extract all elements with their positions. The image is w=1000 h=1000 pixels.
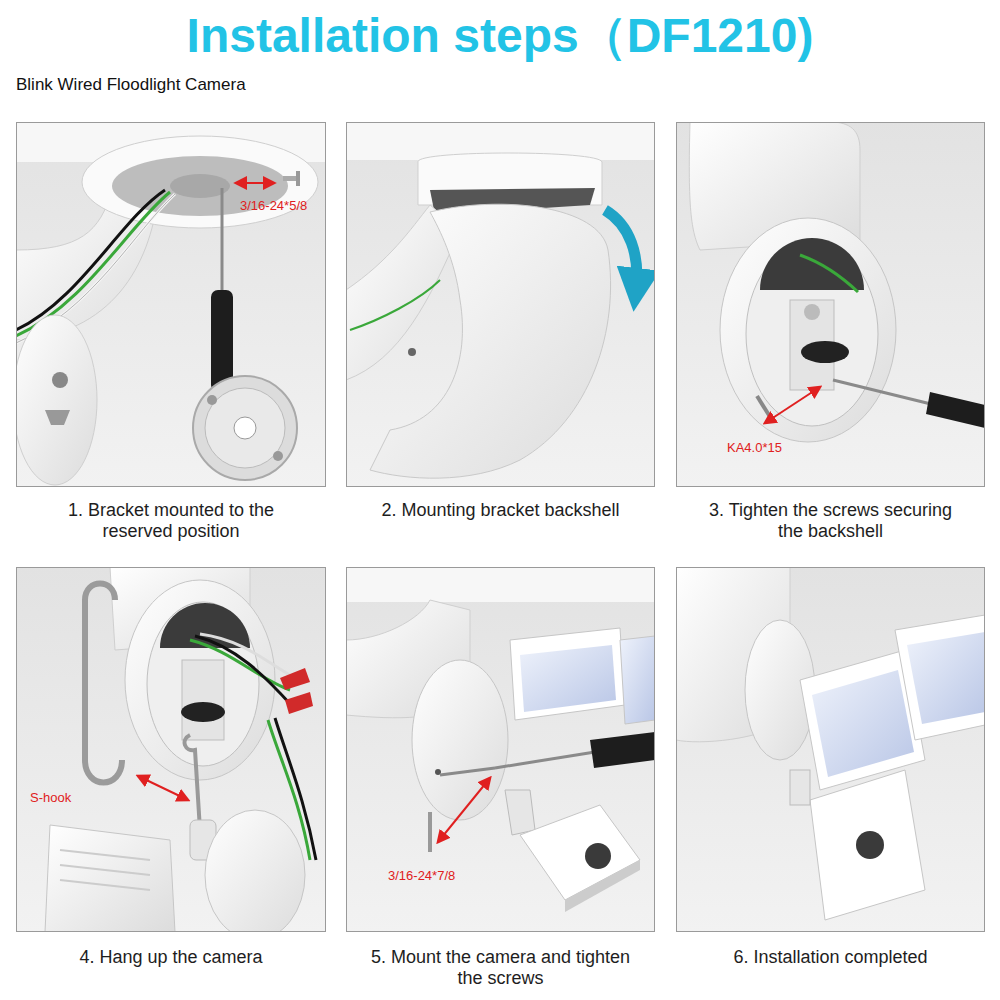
step-panel: 2. Mounting bracket backshell <box>346 122 655 487</box>
step-panel: 6. Installation completed <box>676 567 985 932</box>
step-panel: 1. Bracket mounted to the reserved posit… <box>16 122 326 487</box>
step1-illustration <box>16 122 326 487</box>
step-panel: 4. Hang up the camera <box>16 567 326 932</box>
page-title: Installation steps（DF1210) <box>0 6 1000 66</box>
step3-illustration <box>676 122 985 487</box>
step6-illustration <box>676 567 985 932</box>
part-name: S-hook <box>30 790 71 806</box>
step5-illustration <box>346 567 655 932</box>
step-caption: 5. Mount the camera and tighten the scre… <box>347 947 654 989</box>
screw-size: 3/16-24*7/8 <box>388 868 455 884</box>
screw-size: KA4.0*15 <box>727 440 782 456</box>
screw-size: 3/16-24*5/8 <box>240 198 307 214</box>
step-caption: 6. Installation completed <box>677 947 984 968</box>
subtitle: Blink Wired Floodlight Camera <box>16 75 246 95</box>
step-caption: 2. Mounting bracket backshell <box>347 500 654 521</box>
step2-illustration <box>346 122 655 487</box>
step-caption: 3. Tighten the screws securing the backs… <box>677 500 984 542</box>
step-caption: 1. Bracket mounted to the reserved posit… <box>17 500 325 542</box>
step-panel: 3. Tighten the screws securing the backs… <box>676 122 985 487</box>
step4-illustration <box>16 567 326 932</box>
step-caption: 4. Hang up the camera <box>17 947 325 968</box>
